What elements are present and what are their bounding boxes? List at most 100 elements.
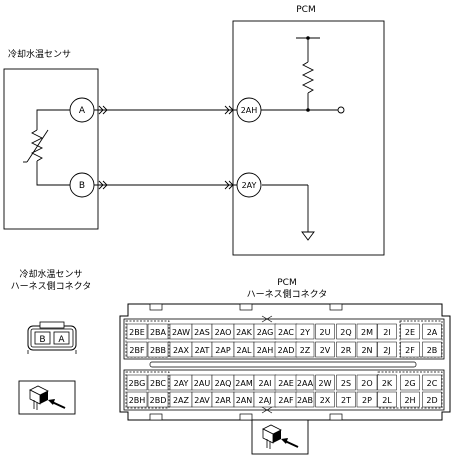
pcm-pin-2g: 2G [404, 379, 415, 388]
pcm-pin-cell [356, 374, 378, 391]
pcm-pin-2m: 2M [361, 328, 373, 337]
sensor-title: 冷却水温センサ [8, 48, 71, 60]
pcm-pin-cell [126, 341, 148, 358]
pcm-pin-cell [336, 323, 356, 340]
pcm-pin-2o: 2O [361, 379, 372, 388]
pcm-pin-2w: 2W [319, 379, 332, 388]
pcm-pin-2am: 2AM [235, 379, 253, 388]
pcm-pin-2ah: 2AH [257, 346, 274, 355]
pcm-signal-terminal [337, 106, 345, 114]
pcm-pin-cell [422, 323, 442, 340]
pcm-pin-cell [295, 323, 315, 340]
pcm-pin-cell [147, 391, 169, 408]
pcm-pin-2al: 2AL [236, 346, 252, 355]
pcm-pin-2s: 2S [341, 379, 351, 388]
sensor-connector-latch [39, 321, 65, 329]
pcm-pin-cell [147, 323, 169, 340]
pcm-pin-2k: 2K [382, 379, 393, 388]
pcm-pin-cell [147, 341, 169, 358]
pcm-pin-cell [147, 374, 169, 391]
pcm-pin-2av: 2AV [194, 396, 210, 405]
pcm-pin-cell [377, 323, 397, 340]
pcm-pin-2ay: 2AY [174, 379, 189, 388]
sensor-pin-a-label: A [79, 106, 86, 116]
pcm-pin-cell [400, 323, 420, 340]
pcm-pin-2ak: 2AK [236, 328, 253, 337]
ground-symbol [301, 231, 315, 241]
pcm-pin-2p: 2P [362, 396, 372, 405]
sensor-block: 冷却水温センサ A B [3, 48, 99, 230]
pcm-pin-cell [126, 391, 148, 408]
pcm-pin-2e: 2E [405, 328, 415, 337]
pcm-pin-cell [315, 323, 335, 340]
pcm-pin-2ac: 2AC [278, 328, 294, 337]
pcm-pin-2t: 2T [341, 396, 351, 405]
pcm-pin-2j: 2J [383, 346, 390, 355]
pcm-pin-2ar: 2AR [215, 396, 232, 405]
pcm-pin-2ap: 2AP [215, 346, 231, 355]
pcm-pin-2an: 2AN [236, 396, 253, 405]
pcm-pin-2af: 2AF [278, 396, 294, 405]
pcm-pin-2q: 2Q [340, 328, 351, 337]
pcm-pin-cell [422, 341, 442, 358]
sensor-connector-title-1: 冷却水温センサ [19, 268, 82, 280]
sensor-connector-pin-a: A [58, 335, 65, 345]
pcm-pin-2ax: 2AX [173, 346, 190, 355]
pcm-pin-cell [422, 374, 442, 391]
pcm-pin-cell [422, 391, 442, 408]
pcm-pin-2u: 2U [320, 328, 331, 337]
pcm-pin-cell [126, 374, 148, 391]
pcm-pin-2c: 2C [427, 379, 438, 388]
pcm-pin-2be: 2BE [129, 328, 145, 337]
pcm-pin-2ao: 2AO [215, 328, 232, 337]
sensor-connector-pin-b: B [39, 335, 45, 345]
pcm-pin-cell [356, 323, 378, 340]
pcm-pin-2d: 2D [426, 396, 437, 405]
pcm-pin-cell [315, 341, 335, 358]
pcm-pin-2aw: 2AW [172, 328, 190, 337]
pcm-pin-cell [295, 341, 315, 358]
pcm-pin-cell [295, 374, 315, 391]
connector-insertion-view-icon [251, 419, 309, 455]
pcm-block: PCM 2AH 2AY [232, 5, 385, 256]
pcm-pin-2ah-label: 2AH [241, 106, 258, 115]
pull-up-resistor [301, 61, 315, 94]
pcm-pin-cell [400, 341, 420, 358]
pcm-pin-2n: 2N [361, 346, 372, 355]
pcm-connector-title-2: ハーネス側コネクタ [247, 288, 328, 300]
harness-wires [94, 105, 237, 190]
pcm-pin-cell [315, 374, 335, 391]
pcm-pin-2a: 2A [427, 328, 438, 337]
pcm-pin-2az: 2AZ [173, 396, 190, 405]
pcm-pin-2b: 2B [427, 346, 438, 355]
connector-insertion-view-icon [18, 380, 76, 415]
pcm-pin-cell [400, 391, 420, 408]
pcm-pin-2r: 2R [341, 346, 352, 355]
pcm-pin-2ai: 2AI [259, 379, 272, 388]
pcm-pin-cell [356, 341, 378, 358]
pcm-pin-cell [377, 391, 397, 408]
pcm-pin-2ag: 2AG [257, 328, 274, 337]
pcm-pin-cell [356, 391, 378, 408]
pcm-pin-2l: 2L [382, 396, 392, 405]
pcm-pin-2x: 2X [320, 396, 331, 405]
pcm-pin-2bd: 2BD [150, 396, 167, 405]
sensor-connector-title-2: ハーネス側コネクタ [11, 280, 92, 292]
pcm-title: PCM [296, 5, 315, 15]
pcm-pin-2f: 2F [405, 346, 415, 355]
pcm-box [232, 20, 385, 256]
pcm-pin-2aj: 2AJ [259, 396, 272, 405]
sensor-pin-b-label: B [79, 181, 85, 191]
pcm-pin-2v: 2V [320, 346, 331, 355]
pcm-pin-2ae: 2AE [278, 379, 294, 388]
pcm-pin-2bh: 2BH [129, 396, 146, 405]
pcm-pin-2ad: 2AD [278, 346, 295, 355]
pcm-pin-2bb: 2BB [150, 346, 166, 355]
pcm-pin-2at: 2AT [195, 346, 210, 355]
pcm-pin-cell [295, 391, 315, 408]
pcm-pin-cell [336, 391, 356, 408]
pcm-pin-cell [336, 374, 356, 391]
